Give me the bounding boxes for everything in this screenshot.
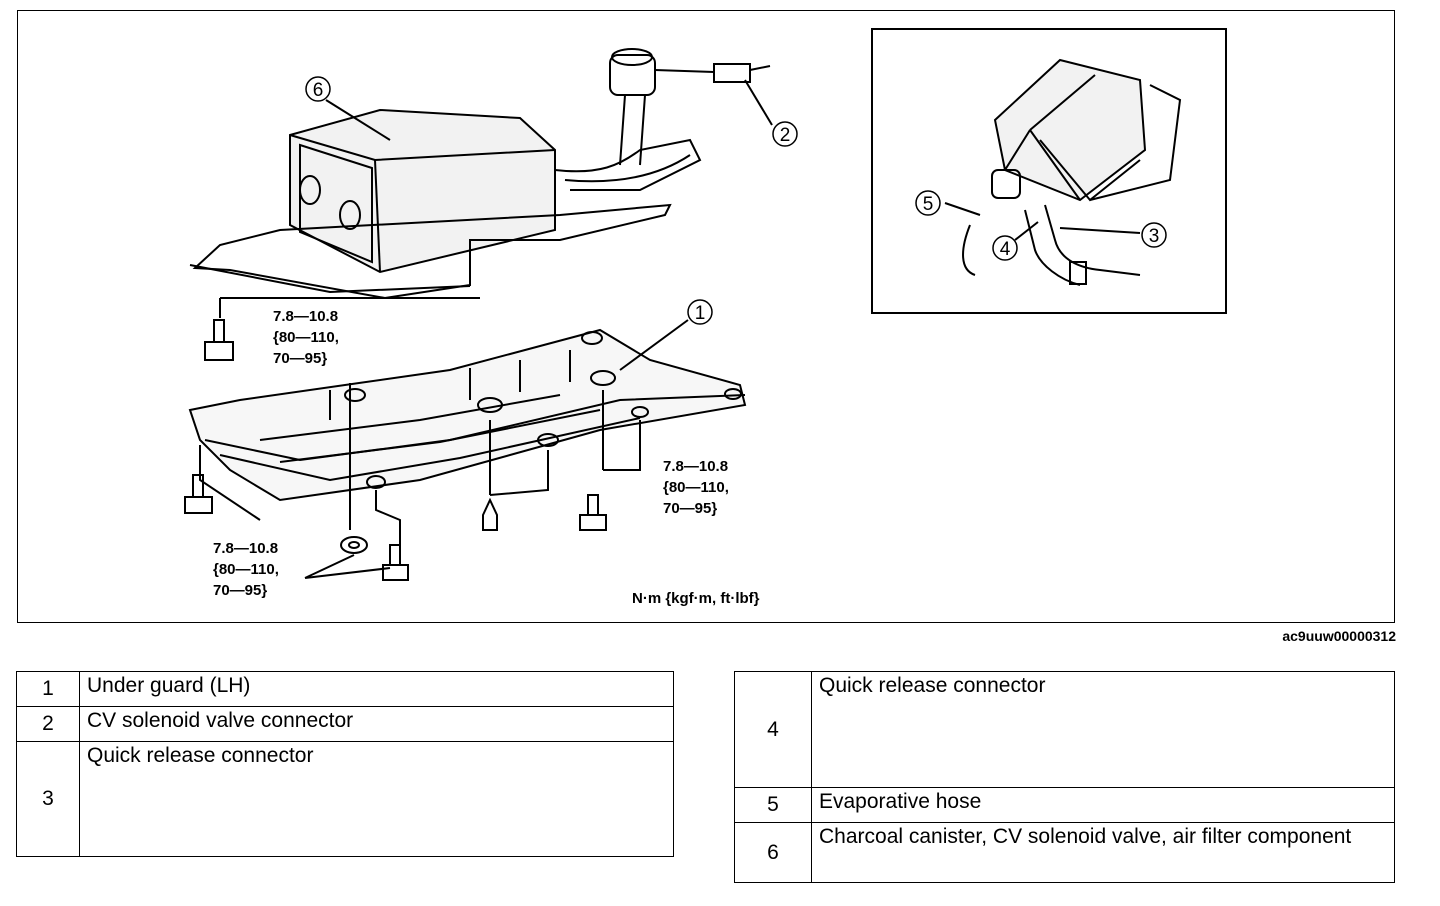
cv-solenoid-valve (554, 48, 702, 191)
legend-number: 5 (734, 787, 812, 823)
torque-unit-label: N·m {kgf·m, ft·lbf} (632, 590, 760, 607)
under-guard-lh (188, 328, 747, 502)
inset-canister-detail (962, 58, 1182, 286)
bolt (382, 544, 409, 581)
callout-2: 2 (772, 121, 798, 147)
legend-row: 1 Under guard (LH) (16, 671, 674, 707)
legend-label: Quick release connector (79, 741, 674, 857)
bolt (204, 319, 234, 361)
callout-5: 5 (915, 190, 941, 216)
legend-row: 4 Quick release connector (734, 671, 1395, 788)
bolt (184, 474, 213, 514)
legend-row: 3 Quick release connector (16, 741, 674, 857)
torque-spec-canister-bolt: 7.8—10.8 {80—110, 70—95} (273, 308, 339, 367)
callout-4: 4 (992, 235, 1018, 261)
legend-label: CV solenoid valve connector (79, 706, 674, 742)
legend-table-left: 1 Under guard (LH) 2 CV solenoid valve c… (16, 671, 674, 857)
clip (482, 497, 498, 531)
canister-bracket (192, 203, 672, 300)
svg-text:4: 4 (1000, 239, 1011, 260)
legend-label: Under guard (LH) (79, 671, 674, 707)
legend-row: 6 Charcoal canister, CV solenoid valve, … (734, 822, 1395, 883)
charcoal-canister (289, 108, 556, 274)
legend-row: 2 CV solenoid valve connector (16, 706, 674, 742)
inset-frame (871, 28, 1227, 314)
legend-number: 2 (16, 706, 80, 742)
svg-text:3: 3 (1149, 226, 1160, 247)
legend-label: Quick release connector (811, 671, 1395, 788)
legend-number: 3 (16, 741, 80, 857)
callout-3: 3 (1141, 222, 1167, 248)
legend-label: Charcoal canister, CV solenoid valve, ai… (811, 822, 1395, 883)
legend-row: 5 Evaporative hose (734, 787, 1395, 823)
legend-number: 6 (734, 822, 812, 883)
legend-table-right: 4 Quick release connector 5 Evaporative … (734, 671, 1395, 883)
svg-text:6: 6 (313, 80, 324, 101)
figure-id: ac9uuw00000312 (1282, 628, 1396, 644)
svg-text:2: 2 (780, 125, 791, 146)
callouts: 6 2 1 5 4 3 (305, 76, 1167, 325)
nut (340, 536, 368, 554)
svg-text:5: 5 (923, 194, 934, 215)
cv-solenoid-connector (654, 63, 771, 83)
torque-spec-guard-rear: 7.8—10.8 {80—110, 70—95} (663, 458, 729, 517)
torque-spec-guard-front: 7.8—10.8 {80—110, 70—95} (213, 540, 279, 599)
svg-text:1: 1 (695, 303, 706, 324)
figure-frame (17, 10, 1395, 623)
legend-number: 1 (16, 671, 80, 707)
legend-label: Evaporative hose (811, 787, 1395, 823)
bolt (579, 494, 607, 531)
legend-number: 4 (734, 671, 812, 788)
callout-1: 1 (687, 299, 713, 325)
callout-6: 6 (305, 76, 331, 102)
